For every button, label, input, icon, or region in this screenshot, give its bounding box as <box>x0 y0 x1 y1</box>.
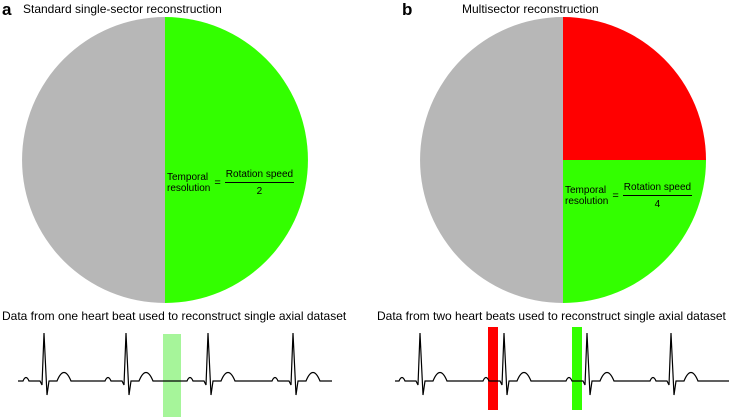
panel-letter-b: b <box>402 0 413 19</box>
formula-denominator: 2 <box>256 186 263 197</box>
formula-label-line1: Temporal <box>167 172 209 183</box>
ecg-waveform <box>395 332 729 396</box>
formula-label-line2: resolution <box>167 183 211 194</box>
panel-a-caption: Data from one heart beat used to reconst… <box>2 309 347 323</box>
panel-b: b Multisector reconstruction Temporal re… <box>373 0 746 417</box>
formula-fraction: Rotation speed 2 <box>224 169 295 197</box>
formula-numerator: Rotation speed <box>224 169 295 183</box>
formula-label-line2: resolution <box>565 196 609 207</box>
formula-numerator: Rotation speed <box>622 182 693 196</box>
formula-fraction: Rotation speed 4 <box>622 182 693 210</box>
green-sector-right-half <box>165 17 308 303</box>
gray-sector-left-half <box>22 17 166 303</box>
acquisition-window-single <box>163 334 181 417</box>
temporal-resolution-formula-a: Temporal resolution = Rotation speed 2 <box>167 169 295 197</box>
temporal-resolution-formula-b: Temporal resolution = Rotation speed 4 <box>565 182 693 210</box>
ecg-waveform <box>18 332 332 396</box>
acquisition-window-beat-1 <box>488 327 498 410</box>
formula-equals: = <box>612 189 619 202</box>
panel-b-caption: Data from two heart beats used to recons… <box>377 309 726 323</box>
formula-equals: = <box>214 176 221 189</box>
formula-label-line1: Temporal <box>565 185 607 196</box>
acquisition-window-beat-2 <box>572 327 582 410</box>
panel-a: a Standard single-sector reconstruction … <box>2 0 347 417</box>
red-sector-upper-right-quarter <box>563 17 706 160</box>
panel-a-title: Standard single-sector reconstruction <box>23 2 222 16</box>
panel-a-graphics <box>18 17 332 417</box>
ecg-trace-b <box>395 332 729 396</box>
formula-denominator: 4 <box>654 199 661 210</box>
panel-letter-a: a <box>2 0 12 19</box>
panel-b-title: Multisector reconstruction <box>462 2 599 16</box>
gray-sector-left-half <box>420 17 563 303</box>
ecg-trace-a <box>18 332 332 396</box>
